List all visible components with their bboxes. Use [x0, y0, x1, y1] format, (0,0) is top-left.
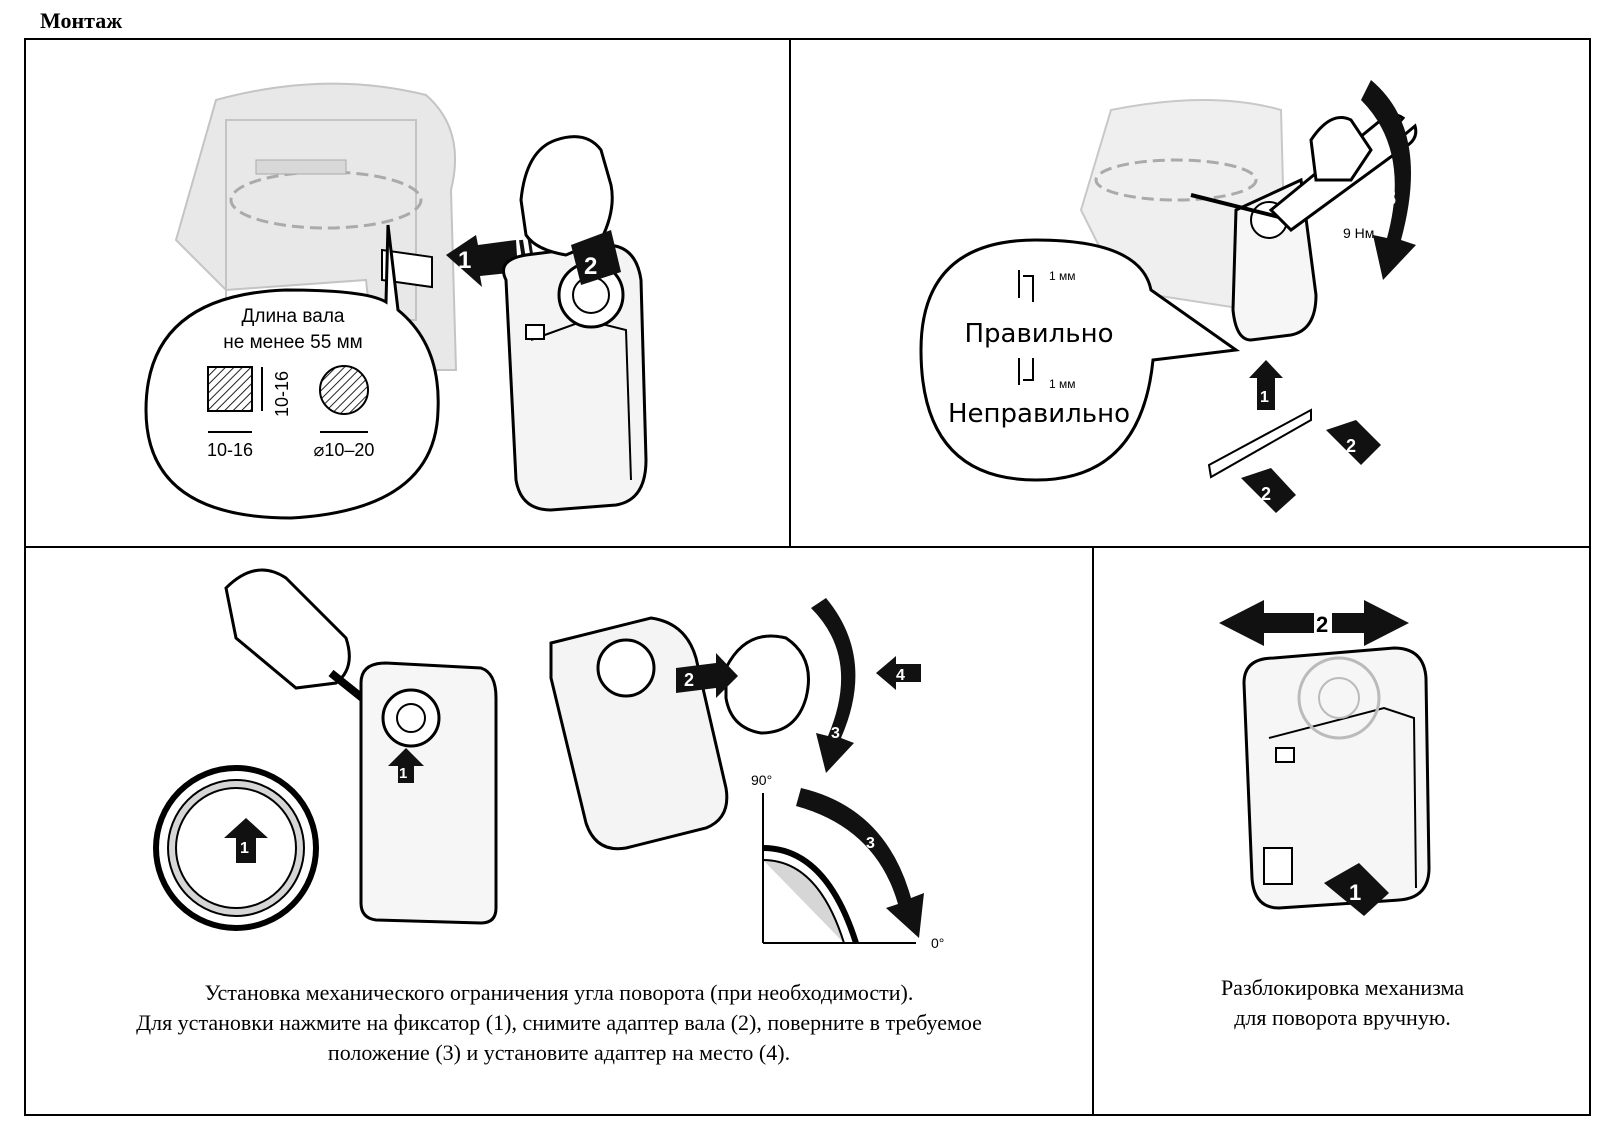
- step-2-marker: [571, 230, 621, 285]
- panel-shaft-mounting: 1 2 Длина вала не менее 55 мм 10-16: [24, 38, 791, 548]
- step-1-label: 1: [1349, 880, 1361, 905]
- step-4-arrow: [876, 656, 921, 690]
- round-size: ⌀10–20: [314, 440, 375, 460]
- step-3-arrow-top: [811, 598, 856, 773]
- step-1b-label: 1: [240, 840, 249, 857]
- step-2-label: 2: [1316, 612, 1328, 637]
- gap-top-label: 1 мм: [1049, 269, 1076, 283]
- step-1a-label: 1: [399, 765, 407, 782]
- rotation-limit-caption: Установка механического ограничения угла…: [26, 978, 1092, 1068]
- step-2-double-arrow: [1219, 600, 1314, 646]
- shaft-length-line2: не менее 55 мм: [223, 332, 362, 353]
- step-3b-label: 3: [866, 835, 875, 852]
- step-2-arrow: [676, 653, 738, 698]
- step-2b-label: 2: [1261, 484, 1271, 504]
- bracket: [1207, 408, 1312, 479]
- round-shaft-section: [319, 365, 369, 415]
- step-2-arrow-right: [1326, 420, 1381, 465]
- incorrect-label: Неправильно: [948, 399, 1130, 429]
- rotation-limit-illustration: 1 1 2 4 3 90° 0° 3: [153, 568, 944, 951]
- step-3-arrow: [1361, 80, 1416, 280]
- step-1-arrow: [1324, 863, 1389, 916]
- angle-90-label: 90°: [751, 772, 772, 788]
- hand: [224, 568, 351, 690]
- caption-line-1: Установка механического ограничения угла…: [204, 980, 914, 1005]
- panel-manual-release: 2 1 Разблокировка механизма для поворота…: [1092, 546, 1591, 1116]
- correct-label: Правильно: [964, 319, 1113, 349]
- caption-line-2: для поворота вручную.: [1234, 1005, 1451, 1030]
- actuator: [502, 243, 648, 512]
- caption-line-2: Для установки нажмите на фиксатор (1), с…: [136, 1010, 982, 1035]
- release-button: [1263, 847, 1293, 885]
- step-2-label: 2: [584, 253, 597, 280]
- square-size-vertical: 10-16: [272, 371, 292, 417]
- bracket-mounting-illustration: 3 9 Нм 1 мм Правильно 1 мм Неправильно 1…: [919, 80, 1418, 513]
- square-shaft-section: [207, 366, 253, 412]
- step-1-arrow: [388, 748, 424, 783]
- step-3a-label: 3: [831, 725, 840, 742]
- page-heading: Монтаж: [40, 8, 123, 33]
- caption-line-1: Разблокировка механизма: [1220, 975, 1465, 1000]
- shaft-length-line1: Длина вала: [241, 306, 344, 327]
- actuator: [1242, 646, 1431, 910]
- step-3-arrow-scale: [796, 788, 924, 938]
- step-2-arrow-left: [1241, 468, 1296, 513]
- manual-release-caption: Разблокировка механизма для поворота вру…: [1094, 973, 1591, 1033]
- callout-bubble: [919, 238, 1241, 482]
- step-1-arrow-ring: [224, 818, 268, 863]
- step-1-arrow: [1249, 360, 1283, 410]
- step-2-label: 2: [684, 670, 694, 690]
- gap-bottom-label: 1 мм: [1049, 377, 1076, 391]
- manual-release-illustration: 2 1: [1219, 600, 1431, 916]
- square-size-horizontal: 10-16: [207, 440, 253, 460]
- step-1-label: 1: [1260, 389, 1269, 406]
- shaft-mounting-illustration: 1 2 Длина вала не менее 55 мм 10-16: [144, 82, 648, 520]
- step-1-label: 1: [458, 247, 471, 274]
- callout-bubble: [144, 224, 440, 520]
- panel-rotation-limit: 1 1 2 4 3 90° 0° 3 Установка механическо…: [24, 546, 1094, 1116]
- step-3-label: 3: [1384, 185, 1396, 210]
- shaft-adapter: [724, 634, 810, 735]
- angle-0-label: 0°: [931, 935, 944, 951]
- hand: [1309, 116, 1373, 182]
- hand: [519, 135, 614, 257]
- step-4-label: 4: [896, 667, 905, 684]
- panel-bracket-mounting: 3 9 Нм 1 мм Правильно 1 мм Неправильно 1…: [789, 38, 1591, 548]
- torque-label: 9 Нм: [1343, 225, 1374, 241]
- step-2a-label: 2: [1346, 436, 1356, 456]
- caption-line-3: положение (3) и установите адаптер на ме…: [327, 1040, 791, 1065]
